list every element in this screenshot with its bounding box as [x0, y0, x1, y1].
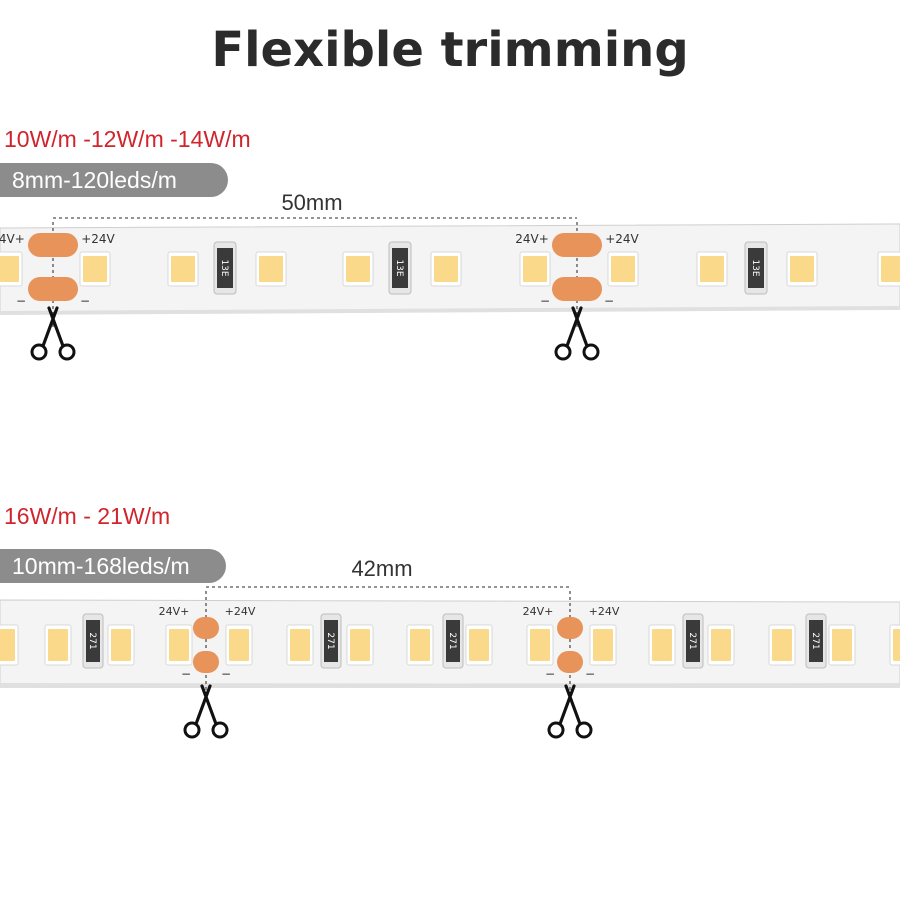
- resistor: 13E: [744, 241, 768, 295]
- scissors-icon: [30, 306, 76, 361]
- led-chip: [44, 624, 72, 666]
- solder-pad: [193, 617, 219, 639]
- resistor: 271: [442, 613, 464, 669]
- pad-label-minus: −: [585, 667, 595, 681]
- resistor: 271: [82, 613, 104, 669]
- pad-label-plus: +24V: [81, 232, 115, 246]
- led-chip: [346, 624, 374, 666]
- pad-label-minus: −: [545, 667, 555, 681]
- pad-label-minus: −: [181, 667, 191, 681]
- solder-pad: [552, 233, 602, 257]
- resistor-code: 271: [810, 632, 820, 649]
- power-rating-1: 10W/m -12W/m -14W/m: [4, 126, 251, 152]
- pad-label-plus: 24V+: [515, 232, 549, 246]
- pad-label-minus: −: [16, 294, 26, 308]
- pad-label-plus: +24V: [589, 605, 620, 618]
- pad-label-minus: −: [540, 294, 550, 308]
- led-chip: [648, 624, 676, 666]
- pad-label-minus: −: [80, 294, 90, 308]
- page-title: Flexible trimming: [211, 22, 689, 78]
- strip-edge-1: [0, 306, 900, 315]
- led-chip: [255, 251, 287, 287]
- solder-pad: [552, 277, 602, 301]
- resistor-code: 271: [687, 632, 697, 649]
- led-chip: [225, 624, 253, 666]
- resistor-code: 13E: [394, 259, 404, 276]
- led-chip: [286, 624, 314, 666]
- led-chip: [167, 251, 199, 287]
- solder-pad: [28, 277, 78, 301]
- solder-pad: [557, 651, 583, 673]
- resistor: 13E: [213, 241, 237, 295]
- pad-label-minus: −: [221, 667, 231, 681]
- solder-pad: [557, 617, 583, 639]
- resistor: 13E: [388, 241, 412, 295]
- led-strip-1: 13E 13E 13E +24V 24V+ − − +24V 24V+ − −: [0, 217, 900, 361]
- led-chip: [79, 251, 111, 287]
- led-chip: [0, 624, 19, 666]
- led-chip: [465, 624, 493, 666]
- solder-pad: [28, 233, 78, 257]
- led-chip: [589, 624, 617, 666]
- scissors-icon: [183, 684, 229, 739]
- resistor-code: 271: [325, 632, 335, 649]
- spec-badge-2: 10mm-168leds/m: [0, 549, 226, 583]
- scissors-icon: [554, 306, 600, 361]
- resistor: 271: [682, 613, 704, 669]
- pad-label-plus: +24V: [605, 232, 639, 246]
- led-chip: [526, 624, 554, 666]
- cut-spacing-label-2: 42mm: [351, 556, 413, 581]
- led-chip: [165, 624, 193, 666]
- resistor: 271: [320, 613, 342, 669]
- led-chip: [696, 251, 728, 287]
- led-chip: [519, 251, 551, 287]
- pad-label-minus: −: [604, 294, 614, 308]
- led-chip: [786, 251, 818, 287]
- led-chip: [607, 251, 639, 287]
- resistor-code: 13E: [750, 259, 760, 276]
- resistor-code: 13E: [219, 259, 229, 276]
- led-chip: [342, 251, 374, 287]
- led-chip: [768, 624, 796, 666]
- led-strip-2: 271 271 271 271 271 24V+ +24V − − 24V+ +24V − −: [0, 586, 900, 739]
- power-rating-2: 16W/m - 21W/m: [4, 503, 171, 529]
- led-chip: [828, 624, 856, 666]
- spec-badge-1: 8mm-120leds/m: [0, 163, 228, 197]
- pad-label-plus: 24V+: [523, 605, 554, 618]
- pad-label-plus: 24V+: [0, 232, 25, 246]
- pad-label-plus: +24V: [225, 605, 256, 618]
- cut-spacing-label-1: 50mm: [281, 190, 343, 215]
- solder-pad: [193, 651, 219, 673]
- led-chip: [877, 251, 900, 287]
- resistor: 271: [805, 613, 827, 669]
- led-chip: [0, 251, 23, 287]
- led-chip: [430, 251, 462, 287]
- led-chip: [707, 624, 735, 666]
- scissors-icon: [547, 684, 593, 739]
- resistor-code: 271: [87, 632, 97, 649]
- led-chip: [889, 624, 900, 666]
- resistor-code: 271: [447, 632, 457, 649]
- led-chip: [406, 624, 434, 666]
- strip-edge-2: [0, 683, 900, 688]
- pad-label-plus: 24V+: [159, 605, 190, 618]
- led-chip: [107, 624, 135, 666]
